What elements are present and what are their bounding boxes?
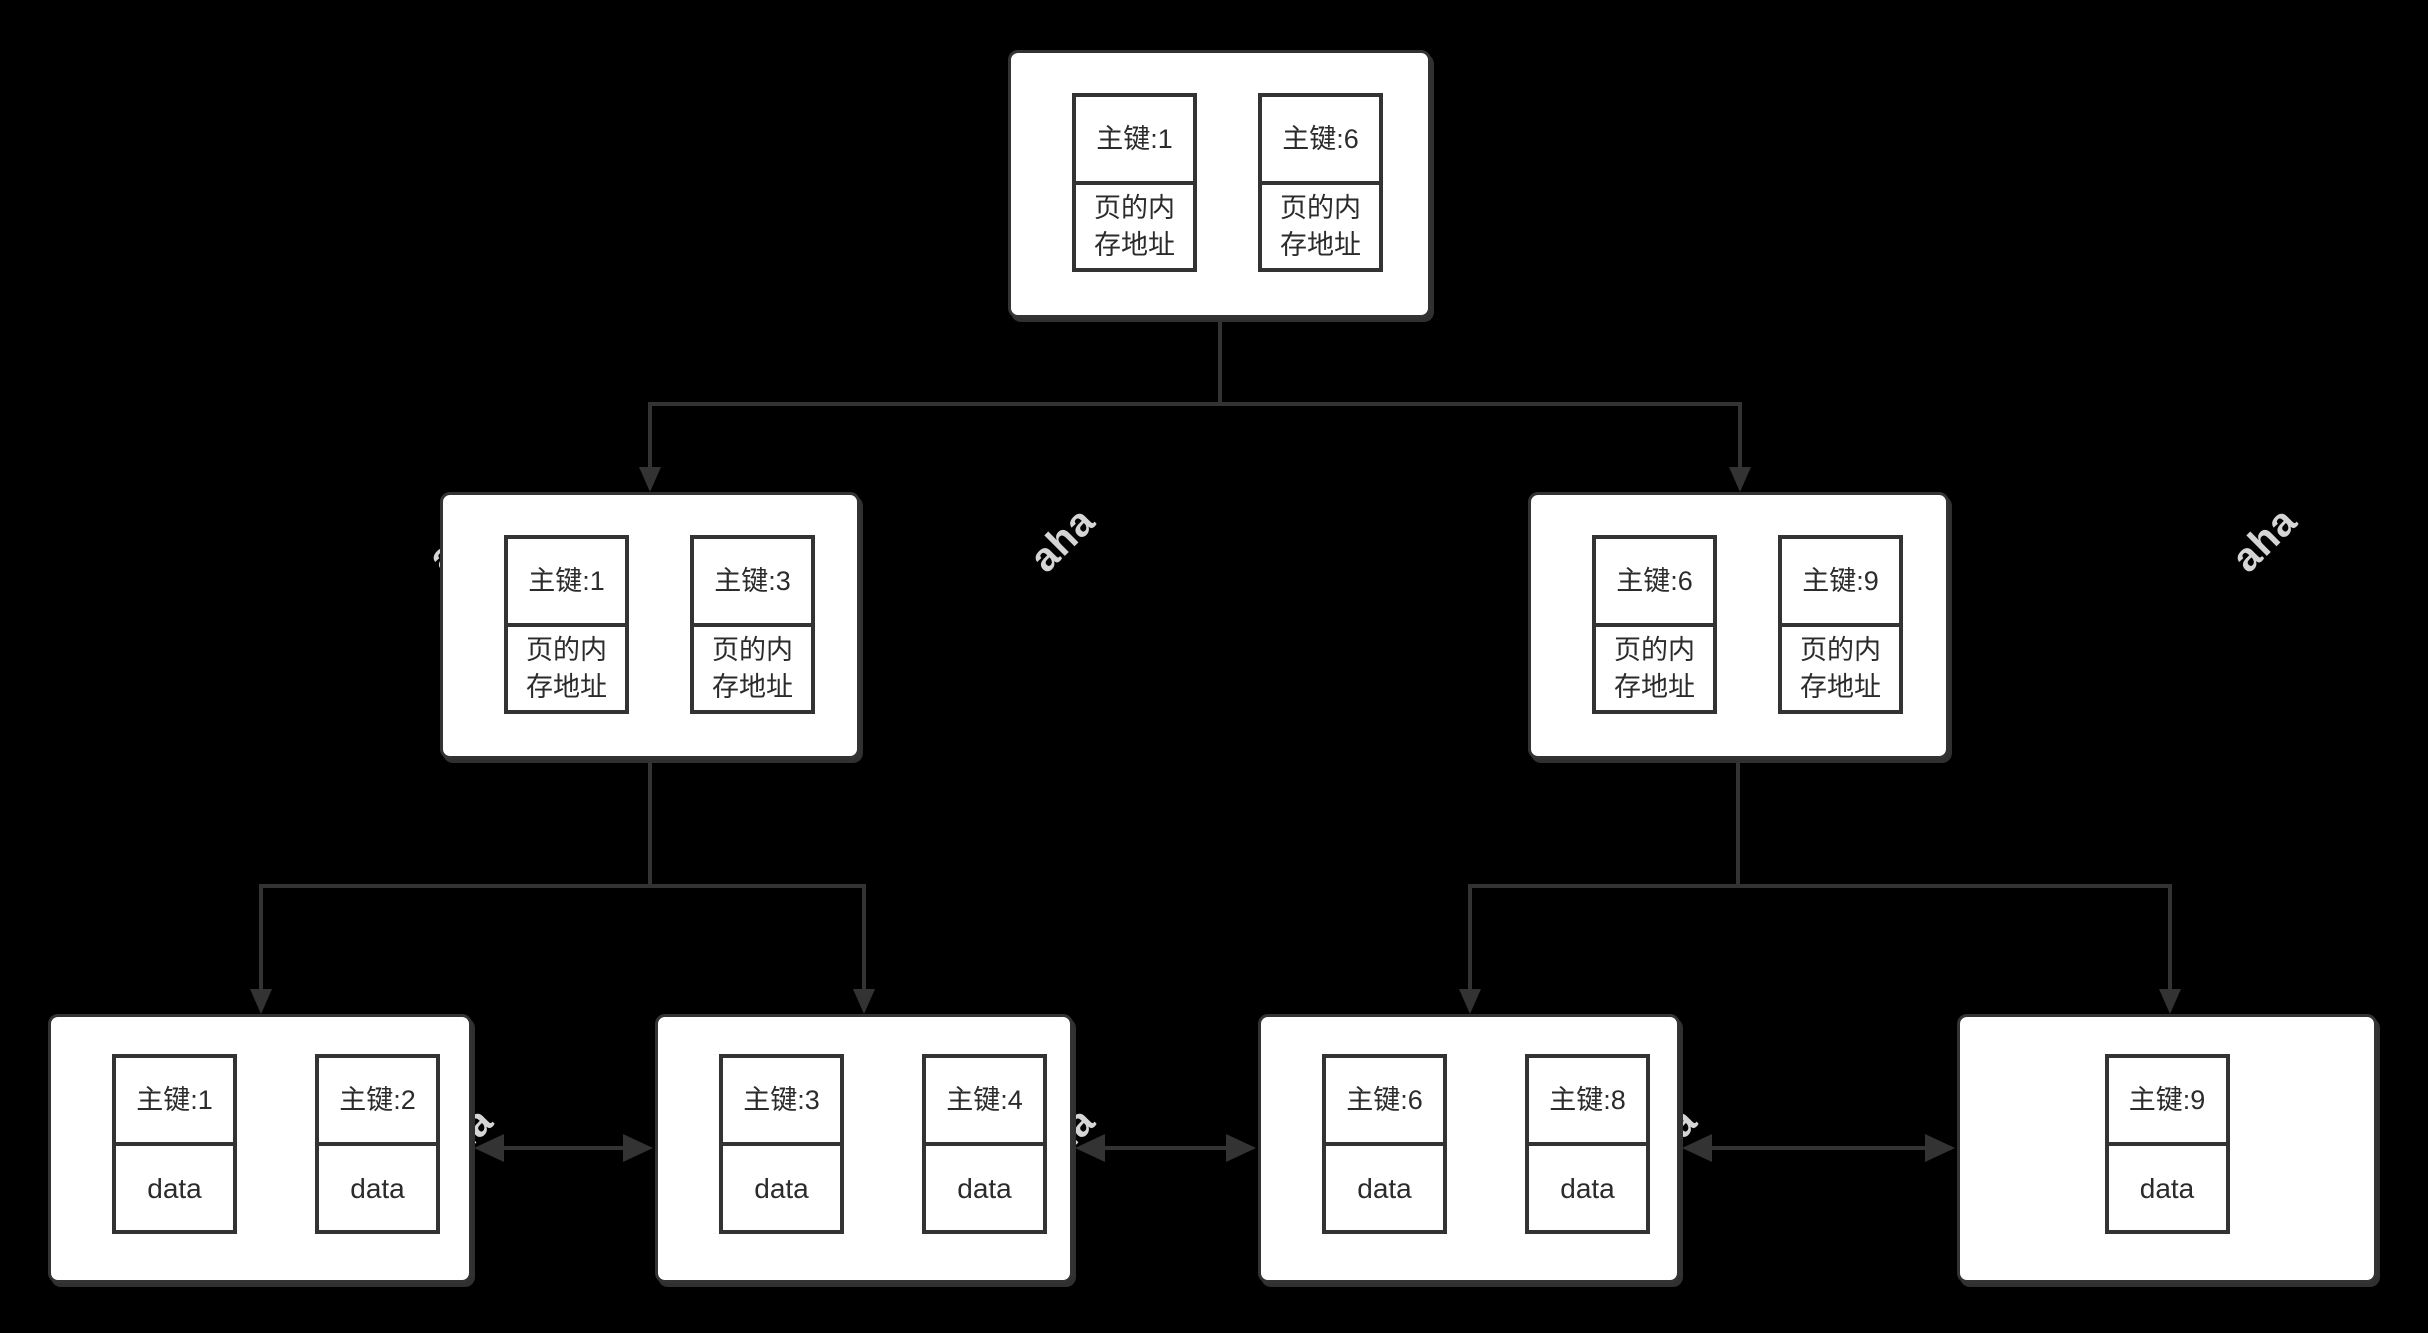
arrowhead-down-icon — [853, 989, 875, 1014]
internal-node-left: 主键:1 页的内存地址 主键:3 页的内存地址 — [440, 492, 860, 759]
key-cell: 主键:8 — [1525, 1054, 1650, 1146]
key-cell: 主键:1 — [1072, 93, 1197, 185]
leaf-node-2: 主键:3 data 主键:4 data — [655, 1014, 1073, 1283]
arrowhead-down-icon — [639, 467, 661, 492]
leaf1-record-1: 主键:1 data — [112, 1054, 237, 1234]
key-cell: 主键:1 — [504, 535, 629, 627]
root-entry-2: 主键:6 页的内存地址 — [1258, 93, 1383, 272]
key-cell: 主键:2 — [315, 1054, 440, 1146]
data-cell: data — [719, 1142, 844, 1234]
internal-right-entry-2: 主键:9 页的内存地址 — [1778, 535, 1903, 714]
internal-left-entry-1: 主键:1 页的内存地址 — [504, 535, 629, 714]
key-cell: 主键:1 — [112, 1054, 237, 1146]
page-address-cell: 页的内存地址 — [1072, 181, 1197, 272]
internal-right-entry-1: 主键:6 页的内存地址 — [1592, 535, 1717, 714]
leaf-node-3: 主键:6 data 主键:8 data — [1258, 1014, 1680, 1283]
leaf-node-1: 主键:1 data 主键:2 data — [48, 1014, 472, 1283]
arrowhead-right-icon — [1226, 1134, 1256, 1162]
key-cell: 主键:6 — [1592, 535, 1717, 627]
arrowhead-down-icon — [2159, 989, 2181, 1014]
internal-node-right: 主键:6 页的内存地址 主键:9 页的内存地址 — [1528, 492, 1949, 759]
arrowhead-down-icon — [1459, 989, 1481, 1014]
page-address-cell: 页的内存地址 — [690, 623, 815, 714]
internal-left-entry-2: 主键:3 页的内存地址 — [690, 535, 815, 714]
arrowhead-right-icon — [1925, 1134, 1955, 1162]
data-cell: data — [1322, 1142, 1447, 1234]
tree-connector-left — [250, 759, 875, 1014]
leaf2-record-2: 主键:4 data — [922, 1054, 1047, 1234]
root-entry-1: 主键:1 页的内存地址 — [1072, 93, 1197, 272]
key-cell: 主键:9 — [1778, 535, 1903, 627]
page-address-cell: 页的内存地址 — [504, 623, 629, 714]
key-cell: 主键:4 — [922, 1054, 1047, 1146]
leaf2-record-1: 主键:3 data — [719, 1054, 844, 1234]
arrowhead-left-icon — [474, 1134, 504, 1162]
arrowhead-down-icon — [250, 989, 272, 1014]
leaf4-record-1: 主键:9 data — [2105, 1054, 2230, 1234]
key-cell: 主键:9 — [2105, 1054, 2230, 1146]
page-address-cell: 页的内存地址 — [1778, 623, 1903, 714]
key-cell: 主键:6 — [1322, 1054, 1447, 1146]
key-cell: 主键:3 — [690, 535, 815, 627]
data-cell: data — [1525, 1142, 1650, 1234]
arrowhead-left-icon — [1075, 1134, 1105, 1162]
leaf3-record-2: 主键:8 data — [1525, 1054, 1650, 1234]
leaf3-record-1: 主键:6 data — [1322, 1054, 1447, 1234]
arrowhead-left-icon — [1682, 1134, 1712, 1162]
tree-connector-right — [1459, 759, 2181, 1014]
key-cell: 主键:6 — [1258, 93, 1383, 185]
arrowhead-down-icon — [1729, 467, 1751, 492]
leaf-node-4: 主键:9 data — [1957, 1014, 2377, 1283]
data-cell: data — [2105, 1142, 2230, 1234]
root-node: 主键:1 页的内存地址 主键:6 页的内存地址 — [1008, 50, 1431, 318]
leaf-link-arrow-2-3 — [1075, 1134, 1256, 1162]
data-cell: data — [315, 1142, 440, 1234]
tree-connector-root — [639, 320, 1751, 492]
key-cell: 主键:3 — [719, 1054, 844, 1146]
leaf-link-arrow-3-4 — [1682, 1134, 1955, 1162]
leaf-link-arrow-1-2 — [474, 1134, 653, 1162]
leaf1-record-2: 主键:2 data — [315, 1054, 440, 1234]
page-address-cell: 页的内存地址 — [1258, 181, 1383, 272]
data-cell: data — [922, 1142, 1047, 1234]
data-cell: data — [112, 1142, 237, 1234]
page-address-cell: 页的内存地址 — [1592, 623, 1717, 714]
arrowhead-right-icon — [623, 1134, 653, 1162]
